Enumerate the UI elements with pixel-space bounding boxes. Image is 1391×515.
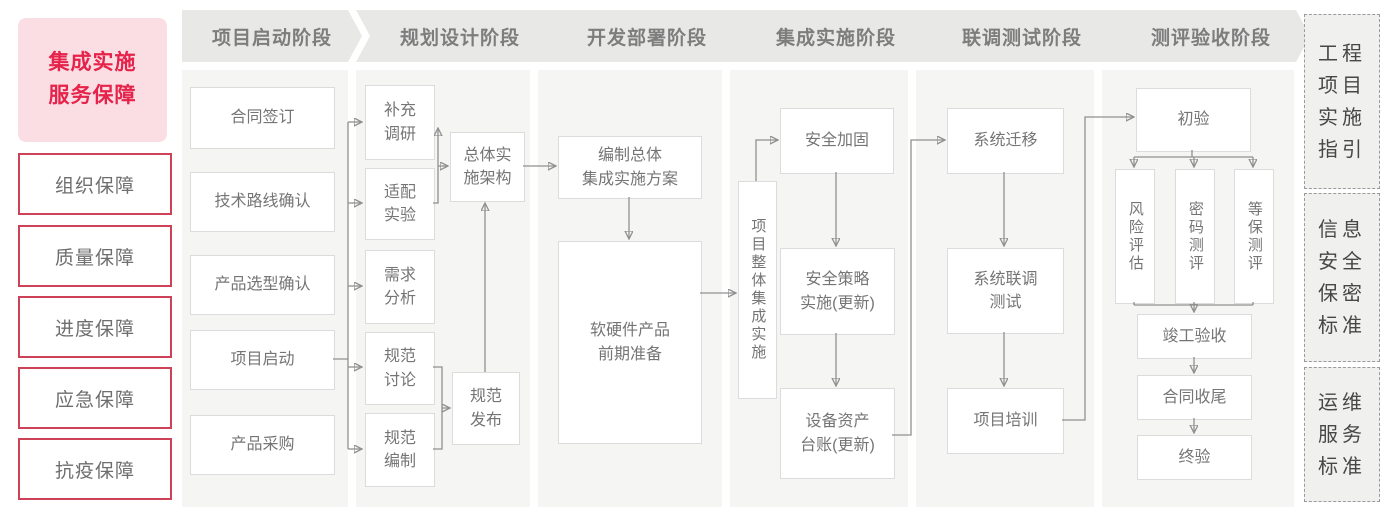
phase-header-planning-design: 规划设计阶段 <box>356 10 554 62</box>
flow-node-product-procurement: 产品采购 <box>190 415 335 475</box>
phase-header-integration: 集成实施阶段 <box>730 10 932 62</box>
flow-node-adaptation-experiment: 适配 实验 <box>365 168 435 240</box>
flow-node-hw-sw-preparation: 软硬件产品 前期准备 <box>558 241 702 444</box>
flow-node-contract-closure: 合同收尾 <box>1137 375 1252 420</box>
standard-item-ops-standard: 运维 服务 标准 <box>1304 367 1380 502</box>
flow-node-risk-assessment: 风险评估 <box>1115 169 1155 304</box>
flow-node-security-policy-update: 安全策略 实施(更新) <box>780 248 895 335</box>
flow-node-mlps-evaluation: 等保测评 <box>1234 169 1274 304</box>
phase-header-joint-test: 联调测试阶段 <box>916 10 1118 62</box>
flow-node-crypto-evaluation: 密码测评 <box>1175 169 1215 304</box>
guarantee-item-epidemic: 抗疫保障 <box>18 438 172 500</box>
guarantee-item-organization: 组织保障 <box>18 153 172 215</box>
flow-node-completion-acceptance: 竣工验收 <box>1137 314 1252 359</box>
phase-header-project-start: 项目启动阶段 <box>182 10 362 62</box>
flow-node-overall-integration-plan: 编制总体 集成实施方案 <box>558 136 702 199</box>
standard-item-infosec-standard: 信息 安全 保密 标准 <box>1304 193 1380 362</box>
flow-node-requirement-analysis: 需求 分析 <box>365 250 435 324</box>
flow-node-spec-release: 规范 发布 <box>452 372 520 445</box>
phase-header-develop-deploy: 开发部署阶段 <box>538 10 746 62</box>
flow-node-project-training: 项目培训 <box>947 388 1064 454</box>
guarantee-item-quality: 质量保障 <box>18 225 172 287</box>
guarantee-item-emergency: 应急保障 <box>18 367 172 429</box>
flow-node-asset-ledger-update: 设备资产 台账(更新) <box>780 388 895 479</box>
flow-node-final-acceptance: 终验 <box>1137 435 1252 480</box>
flow-node-spec-drafting: 规范 编制 <box>365 413 435 487</box>
flow-node-security-hardening: 安全加固 <box>780 108 894 174</box>
flow-node-overall-implementation-architecture: 总体实 施架构 <box>450 132 525 202</box>
phase-header-evaluation-acceptance: 测评验收阶段 <box>1102 10 1310 62</box>
guarantee-item-schedule: 进度保障 <box>18 296 172 358</box>
flow-node-supplementary-research: 补充 调研 <box>365 85 435 160</box>
flow-node-system-joint-test: 系统联调 测试 <box>947 248 1064 334</box>
flow-node-spec-discussion: 规范 讨论 <box>365 332 435 405</box>
flow-node-contract-signing: 合同签订 <box>190 87 335 149</box>
flow-node-product-selection-confirm: 产品选型确认 <box>190 255 335 315</box>
diagram-title: 集成实施 服务保障 <box>18 18 167 142</box>
flow-node-overall-project-integration: 项目整体集成实施 <box>738 181 777 399</box>
standard-item-engineering-guide: 工程 项目 实施 指引 <box>1304 14 1380 189</box>
flow-node-initial-acceptance: 初验 <box>1136 88 1251 152</box>
flow-node-system-migration: 系统迁移 <box>947 108 1064 174</box>
flow-node-project-kickoff: 项目启动 <box>190 330 335 390</box>
flow-node-tech-route-confirm: 技术路线确认 <box>190 172 335 232</box>
